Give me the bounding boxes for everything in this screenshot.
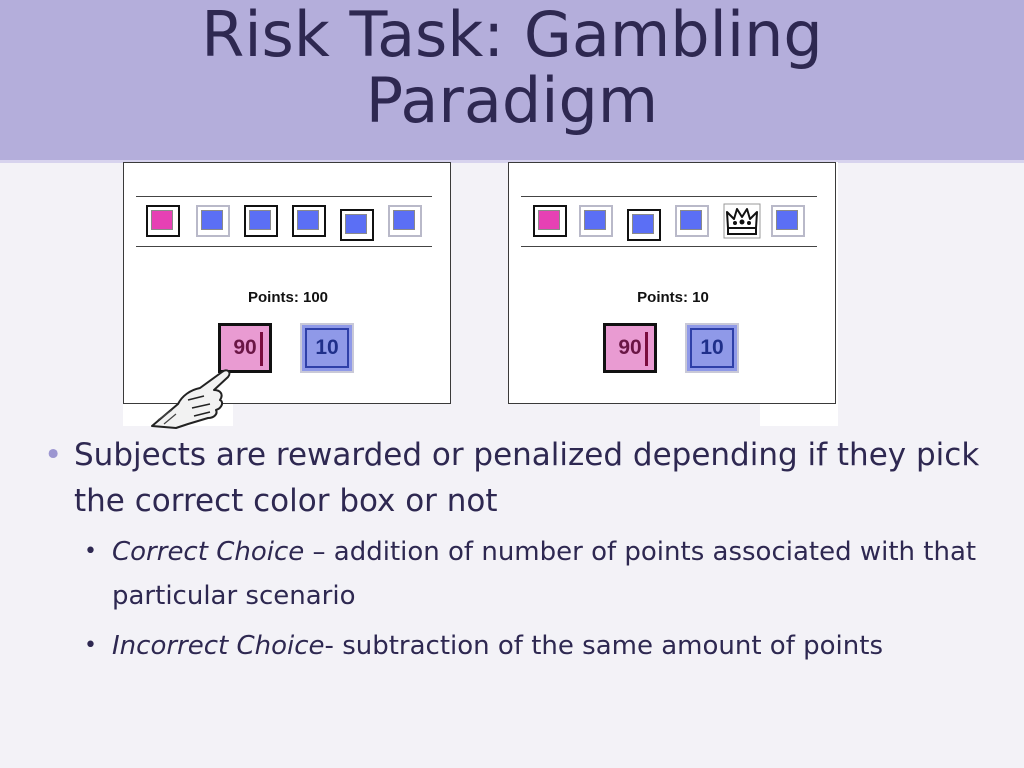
divider-line [136, 196, 432, 197]
term-incorrect-choice: Incorrect Choice [112, 631, 325, 661]
box-tile-blue [675, 205, 709, 237]
bullet-item-main: • Subjects are rewarded or penalized dep… [44, 432, 984, 524]
divider-line [136, 246, 432, 247]
divider-line [521, 196, 817, 197]
choice-box-high: 90 [603, 323, 657, 373]
box-tile-pink [533, 205, 567, 237]
points-label: Points: 10 [637, 289, 709, 306]
box-tile-blue [771, 205, 805, 237]
box-tile-blue [340, 209, 374, 241]
choice-box-low: 10 [685, 323, 739, 373]
box-tile-blue [627, 209, 661, 241]
incorrect-choice-description: - subtraction of the same amount of poin… [324, 631, 883, 661]
term-correct-choice: Correct Choice [112, 537, 305, 567]
crown-icon [723, 203, 761, 239]
choice-box-low: 10 [300, 323, 354, 373]
box-tile-blue [196, 205, 230, 237]
box-tile-blue [579, 205, 613, 237]
bullet-icon: • [84, 539, 97, 564]
gambling-figure-left: Points: 100 90 10 [123, 162, 451, 404]
points-label: Points: 100 [247, 289, 329, 306]
box-tile-blue [244, 205, 278, 237]
divider-line [521, 246, 817, 247]
title-line-2: Paradigm [365, 64, 659, 137]
box-tile-blue [292, 205, 326, 237]
bullet-icon: • [44, 437, 63, 473]
correct-choice-description: – addition of number of points associate… [112, 537, 977, 611]
box-tile-blue [388, 205, 422, 237]
bullet-item-incorrect-choice: • Incorrect Choice- subtraction of the s… [84, 624, 984, 668]
title-line-1: Risk Task: Gambling [201, 0, 823, 71]
bullet-icon: • [84, 633, 97, 658]
title-band [0, 0, 1024, 163]
bullet-item-correct-choice: • Correct Choice – addition of number of… [84, 530, 984, 618]
gambling-figure-right: Points: 10 90 10 [508, 162, 836, 404]
box-tile-pink [146, 205, 180, 237]
slide-title: Risk Task: Gambling Paradigm [0, 2, 1024, 134]
bullet-list: • Subjects are rewarded or penalized dep… [44, 432, 984, 668]
choice-box-high: 90 [218, 323, 272, 373]
pointing-hand-icon [151, 369, 231, 429]
